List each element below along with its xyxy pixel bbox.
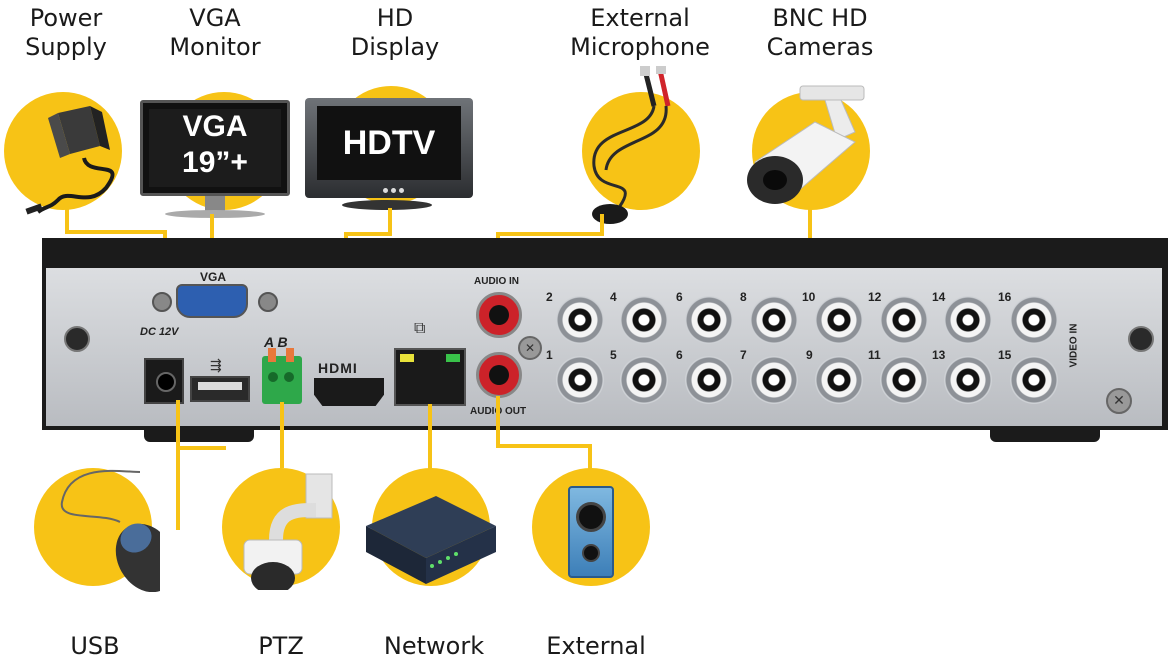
bnc-top-num: 8: [740, 290, 747, 304]
usb-label: USB: [70, 632, 120, 660]
bnc-port[interactable]: [944, 296, 992, 344]
bnc-bottom-num: 13: [932, 348, 946, 362]
bnc-port[interactable]: [815, 356, 863, 404]
bnc-top-num: 14: [932, 290, 946, 304]
bnc-bottom-num: 11: [868, 348, 881, 362]
audio-in-port[interactable]: [476, 292, 522, 338]
microphone-icon: [592, 66, 671, 224]
ptz-wire: [280, 402, 284, 468]
bnc-bottom-num: 7: [740, 348, 747, 362]
hdmi-label: HDMI: [318, 360, 358, 376]
hdtv: HDTV: [305, 98, 473, 198]
hdmi-wire-v: [388, 208, 392, 236]
hdtv-screen: HDTV: [317, 106, 461, 180]
vga-screw-left: [152, 292, 172, 312]
hdtv-base: [342, 200, 432, 210]
bnc-hd-cameras-label: BNC HD Cameras: [766, 4, 874, 61]
hd-display-label: HD Display: [350, 4, 440, 61]
dc-power-port[interactable]: [144, 358, 184, 404]
bnc-bottom-num: 5: [610, 348, 617, 362]
bnc-port[interactable]: [1010, 296, 1058, 344]
bnc-bottom-num: 9: [806, 348, 813, 362]
usb-wire-v2: [176, 446, 180, 530]
dvr-foot-left: [144, 428, 254, 442]
power-supply-label: Power Supply: [25, 4, 107, 61]
bnc-port[interactable]: [750, 356, 798, 404]
mic-wire-h: [496, 232, 604, 236]
bnc-camera-icon: [747, 85, 865, 204]
vga-screw-right: [258, 292, 278, 312]
bnc-top-num: 2: [546, 290, 553, 304]
bnc-port[interactable]: [620, 296, 668, 344]
screw-left: [64, 326, 90, 352]
bnc-top-num: 10: [802, 290, 816, 304]
bnc-port[interactable]: [880, 296, 928, 344]
vga-monitor: VGA 19”+: [140, 100, 290, 196]
vga-monitor-stand: [205, 196, 225, 212]
ab-label: A B: [264, 334, 288, 350]
video-in-label: VIDEO IN: [1068, 323, 1080, 368]
external-speaker-label: External: [546, 632, 646, 660]
hdmi-wire-h: [344, 232, 392, 236]
power-adapter-icon: [25, 106, 115, 215]
screw-bottom-right: ✕: [1106, 388, 1132, 414]
speaker-wire-v2: [588, 444, 592, 472]
usb-port[interactable]: [190, 376, 250, 402]
screw-right: [1128, 326, 1154, 352]
bnc-port[interactable]: [685, 296, 733, 344]
bnc-port[interactable]: [1010, 356, 1058, 404]
power-wire-v: [65, 208, 69, 234]
panel-screw-mid: ✕: [518, 336, 542, 360]
dvr-foot-right: [990, 428, 1100, 442]
vga-port-label: VGA: [200, 270, 227, 284]
audio-in-label: AUDIO IN: [474, 276, 519, 287]
network-port[interactable]: [394, 348, 466, 406]
ptz-connector[interactable]: [262, 348, 302, 404]
vga-port[interactable]: [176, 284, 248, 318]
audio-out-port[interactable]: [476, 352, 522, 398]
bnc-port[interactable]: [556, 356, 604, 404]
usb-wire-v: [176, 400, 180, 450]
vga-monitor-screen: VGA 19”+: [149, 109, 281, 187]
bnc-port[interactable]: [880, 356, 928, 404]
bnc-top-num: 12: [868, 290, 882, 304]
bnc-bottom-num: 1: [546, 348, 553, 362]
network-label: Network: [383, 632, 485, 660]
bnc-port[interactable]: [620, 356, 668, 404]
bnc-top-num: 6: [676, 290, 683, 304]
bnc-bottom-num: 6: [676, 348, 683, 362]
bnc-port[interactable]: [556, 296, 604, 344]
ptz-camera-icon: [243, 473, 333, 590]
ptz-label: PTZ: [258, 632, 304, 660]
bnc-bottom-num: 15: [998, 348, 1012, 362]
bnc-port[interactable]: [944, 356, 992, 404]
dc-label: DC 12V: [140, 326, 179, 338]
vga-monitor-label: VGA Monitor: [169, 4, 261, 61]
bnc-top-num: 16: [998, 290, 1012, 304]
usb-wire-h2: [176, 446, 226, 450]
speaker-wire-h: [496, 444, 592, 448]
usb-icon: ⇶: [210, 358, 222, 374]
network-icon: ⧉: [414, 318, 426, 337]
external-microphone-circle: [582, 92, 700, 210]
speaker-icon: [568, 486, 614, 578]
external-microphone-label: External Microphone: [570, 4, 710, 61]
bnc-port[interactable]: [685, 356, 733, 404]
mic-wire-v: [600, 214, 604, 236]
power-wire-h: [65, 230, 167, 234]
bnc-port[interactable]: [815, 296, 863, 344]
bnc-port[interactable]: [750, 296, 798, 344]
mouse-icon: [60, 469, 160, 592]
router-icon: [366, 496, 496, 584]
network-wire: [428, 404, 432, 478]
vga-monitor-base: [165, 210, 265, 218]
speaker-wire-v: [496, 396, 500, 448]
bnc-top-num: 4: [610, 290, 617, 304]
hdmi-port[interactable]: [314, 378, 384, 406]
